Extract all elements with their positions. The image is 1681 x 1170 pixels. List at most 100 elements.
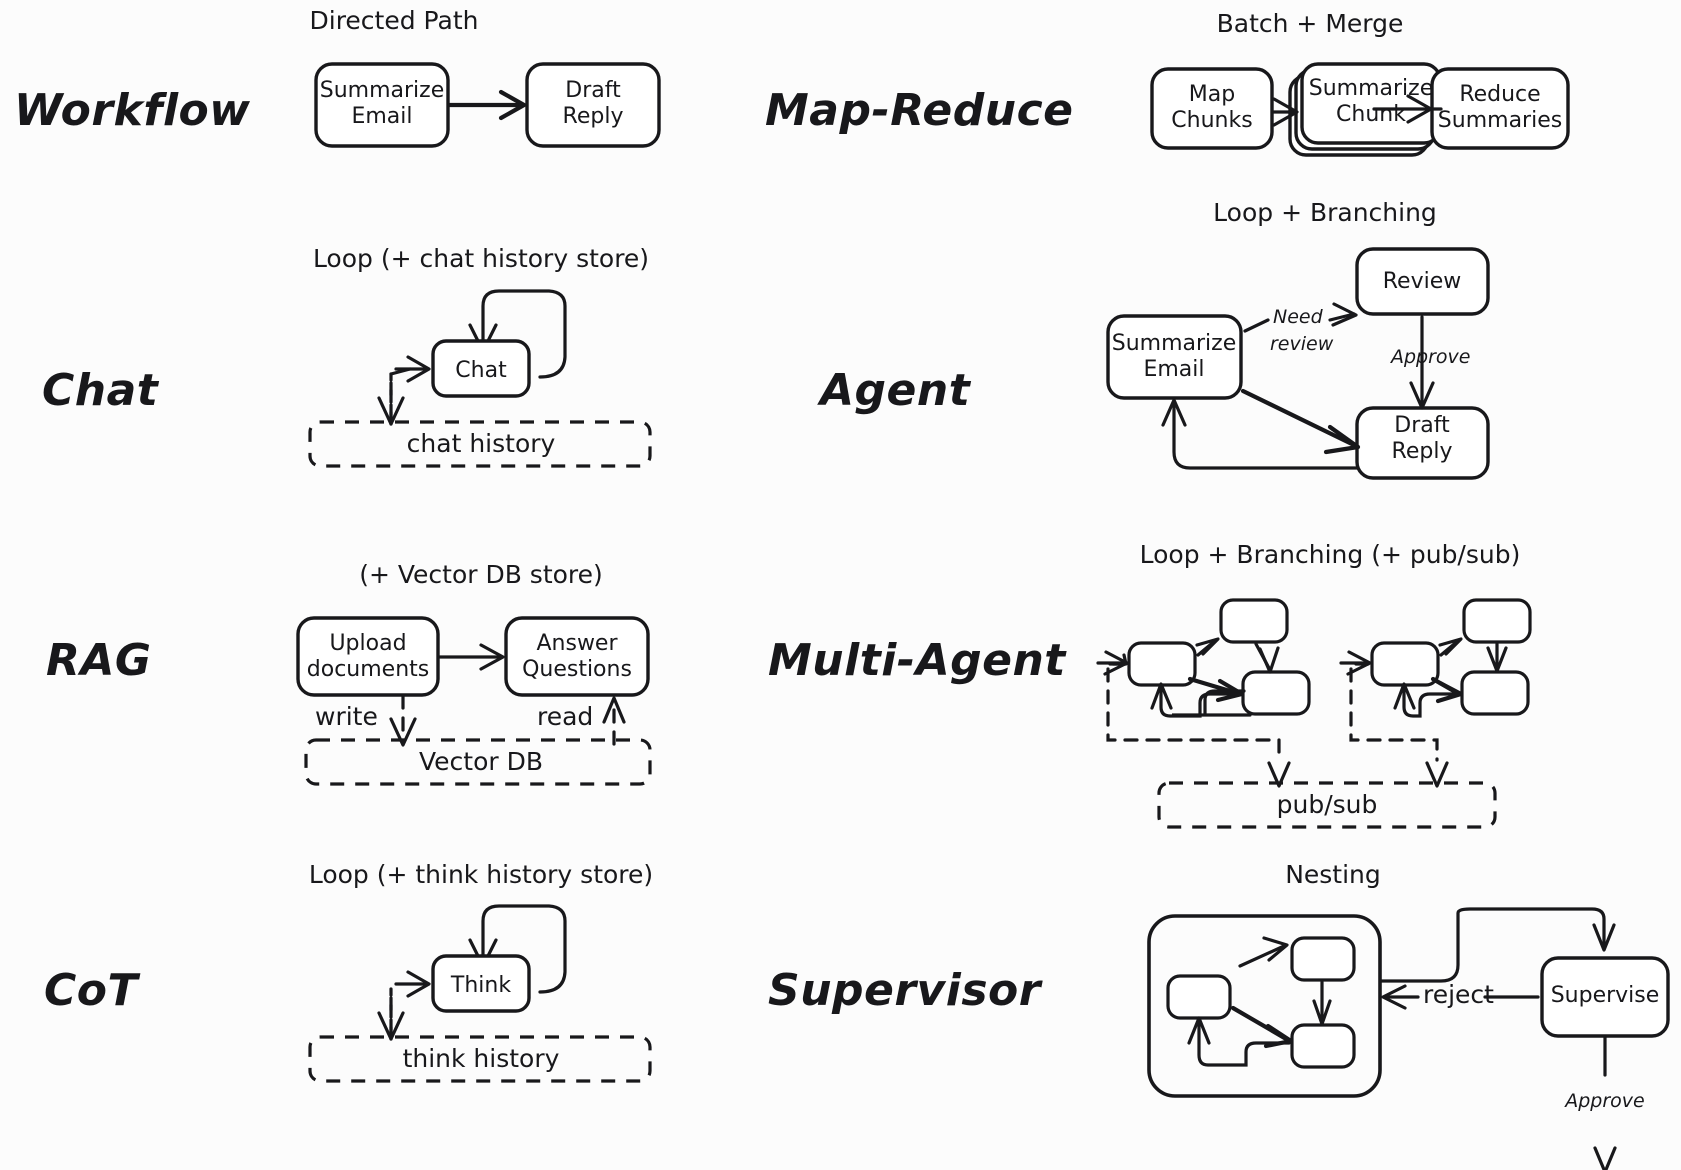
- node-ma-b-left[interactable]: [1370, 641, 1440, 687]
- arrowhead-ma-a-pubsub: [1267, 761, 1291, 788]
- arrowhead-agent-approve: [1409, 381, 1435, 410]
- row-label-supervisor: Supervisor: [768, 965, 1043, 1016]
- node-agent-review[interactable]: [1355, 247, 1490, 316]
- node-answer-questions[interactable]: [504, 616, 650, 697]
- node-ma-a-right[interactable]: [1241, 670, 1311, 716]
- row-label-cot: CoT: [44, 965, 141, 1016]
- edge-agent-need-review: [1328, 312, 1356, 322]
- arrowhead-cot-store-out: [377, 1011, 405, 1041]
- node-chat[interactable]: [431, 339, 531, 398]
- arrowhead-supervisor-to-supervise: [1592, 923, 1616, 952]
- node-reduce-summaries-line1: Reduce: [1459, 82, 1540, 107]
- node-draft-reply[interactable]: [525, 62, 661, 148]
- arrowhead-agent-need-review: [1331, 302, 1358, 327]
- caption-agent: Loop + Branching: [1213, 198, 1437, 227]
- node-upload-documents-line2: documents: [307, 657, 429, 682]
- supervisor-subgraph-group[interactable]: [1147, 914, 1382, 1098]
- node-reduce-summaries-line2: Summaries: [1438, 108, 1562, 133]
- arrowhead-agent-to-draft: [1323, 424, 1361, 455]
- node-sup-left[interactable]: [1166, 974, 1232, 1020]
- caption-workflow: Directed Path: [310, 6, 479, 35]
- node-upload-documents-line1: Upload: [329, 631, 406, 656]
- caption-multi-agent: Loop + Branching (+ pub/sub): [1140, 540, 1521, 569]
- node-sup-right[interactable]: [1290, 1023, 1356, 1069]
- node-summarize-chunk-stack[interactable]: [1288, 62, 1442, 157]
- store-vector-db[interactable]: [304, 738, 652, 786]
- node-draft-reply-line2: Reply: [563, 104, 624, 129]
- edge-agent-need-review-stub: [1243, 318, 1270, 333]
- node-chat-label: Chat: [455, 358, 507, 383]
- edge-chat-self-loop: [481, 289, 567, 379]
- node-think[interactable]: [431, 954, 531, 1013]
- node-ma-a-left[interactable]: [1127, 641, 1197, 687]
- label-agent-need-review-2: review: [1270, 333, 1334, 355]
- node-agent-review-label: Review: [1383, 269, 1462, 294]
- store-pubsub[interactable]: [1157, 781, 1497, 829]
- node-ma-b-top[interactable]: [1462, 598, 1532, 644]
- row-label-workflow: Workflow: [14, 85, 250, 136]
- node-summarize-email-line2: Email: [351, 104, 412, 129]
- arrowhead-rag-read: [602, 696, 626, 724]
- node-summarize-chunk-line1: Summarize: [1309, 76, 1434, 101]
- edge-agent-loopback: [1172, 401, 1359, 470]
- edge-sup-left-top: [1238, 944, 1286, 968]
- edge-sup-loopback: [1197, 1020, 1291, 1067]
- node-ma-b-right[interactable]: [1460, 670, 1530, 716]
- arrowhead-supervisor-approve: [1593, 1146, 1617, 1170]
- node-agent-draft-reply-line1: Draft: [1394, 413, 1450, 438]
- edge-ma-a-loopback: [1159, 686, 1242, 718]
- arrowhead-sup-left-top: [1262, 936, 1289, 962]
- node-answer-questions-line2: Questions: [522, 657, 632, 682]
- store-chat-history[interactable]: [308, 420, 652, 468]
- label-agent-approve: Approve: [1389, 346, 1471, 368]
- arrowhead-ma-b-top-right: [1486, 646, 1508, 673]
- store-think-history[interactable]: [308, 1035, 652, 1083]
- label-supervisor-approve: Approve: [1563, 1090, 1645, 1112]
- arrowhead-sup-top-right: [1312, 999, 1332, 1026]
- arrowhead-ma-b-left-top: [1438, 637, 1463, 656]
- arrowhead-ma-a-in: [1103, 650, 1129, 676]
- node-ma-a-top[interactable]: [1219, 598, 1289, 644]
- arrowhead-chat-store-out: [377, 396, 405, 426]
- node-upload-documents[interactable]: [296, 616, 440, 697]
- arrowhead-sup-loopback: [1187, 1016, 1211, 1045]
- arrowhead-workflow-1: [498, 89, 527, 121]
- edge-cot-self-loop: [481, 904, 567, 994]
- arrowhead-ma-b-in: [1346, 650, 1372, 676]
- node-agent-summarize-email-line2: Email: [1143, 357, 1204, 382]
- node-answer-questions-line1: Answer: [536, 631, 618, 656]
- arrowhead-ma-a-left-top: [1195, 637, 1220, 656]
- multi-agent-cluster-b: [1339, 598, 1532, 788]
- label-agent-need-review-1: Need: [1273, 306, 1324, 328]
- arrowhead-rag-write: [389, 717, 417, 747]
- arrowhead-ma-a-loopback: [1150, 682, 1173, 710]
- node-agent-draft-reply-line2: Reply: [1392, 439, 1453, 464]
- node-agent-summarize-email[interactable]: [1106, 314, 1243, 400]
- caption-chat: Loop (+ chat history store): [313, 244, 649, 273]
- store-chat-history-label: chat history: [407, 429, 556, 458]
- node-sup-top[interactable]: [1290, 936, 1356, 982]
- edge-supervisor-to-supervise: [1379, 907, 1606, 983]
- arrowhead-ma-b-loopback: [1393, 682, 1416, 710]
- arrowhead-agent-loopback: [1161, 398, 1187, 427]
- node-draft-reply-line1: Draft: [565, 78, 621, 103]
- edge-ma-a-right-tail: [1172, 689, 1252, 717]
- multi-agent-cluster-a: [1096, 598, 1311, 788]
- node-agent-summarize-email-line1: Summarize: [1112, 331, 1237, 356]
- row-label-rag: RAG: [46, 635, 152, 686]
- arrowhead-mapreduce-2: [1406, 94, 1433, 124]
- arrowhead-supervisor-reject: [1381, 984, 1407, 1010]
- arrowhead-mapreduce-1: [1272, 97, 1299, 127]
- caption-cot: Loop (+ think history store): [309, 860, 653, 889]
- node-map-chunks-line1: Map: [1189, 82, 1235, 107]
- caption-map-reduce: Batch + Merge: [1217, 9, 1404, 38]
- caption-supervisor: Nesting: [1285, 860, 1381, 889]
- arrowhead-rag-1: [479, 643, 505, 671]
- node-map-chunks[interactable]: [1150, 67, 1274, 150]
- label-rag-read: read: [537, 702, 593, 731]
- arrowhead-ma-a-top-right: [1258, 646, 1280, 674]
- store-pubsub-label: pub/sub: [1277, 790, 1378, 819]
- label-supervisor-reject: reject: [1423, 980, 1494, 1009]
